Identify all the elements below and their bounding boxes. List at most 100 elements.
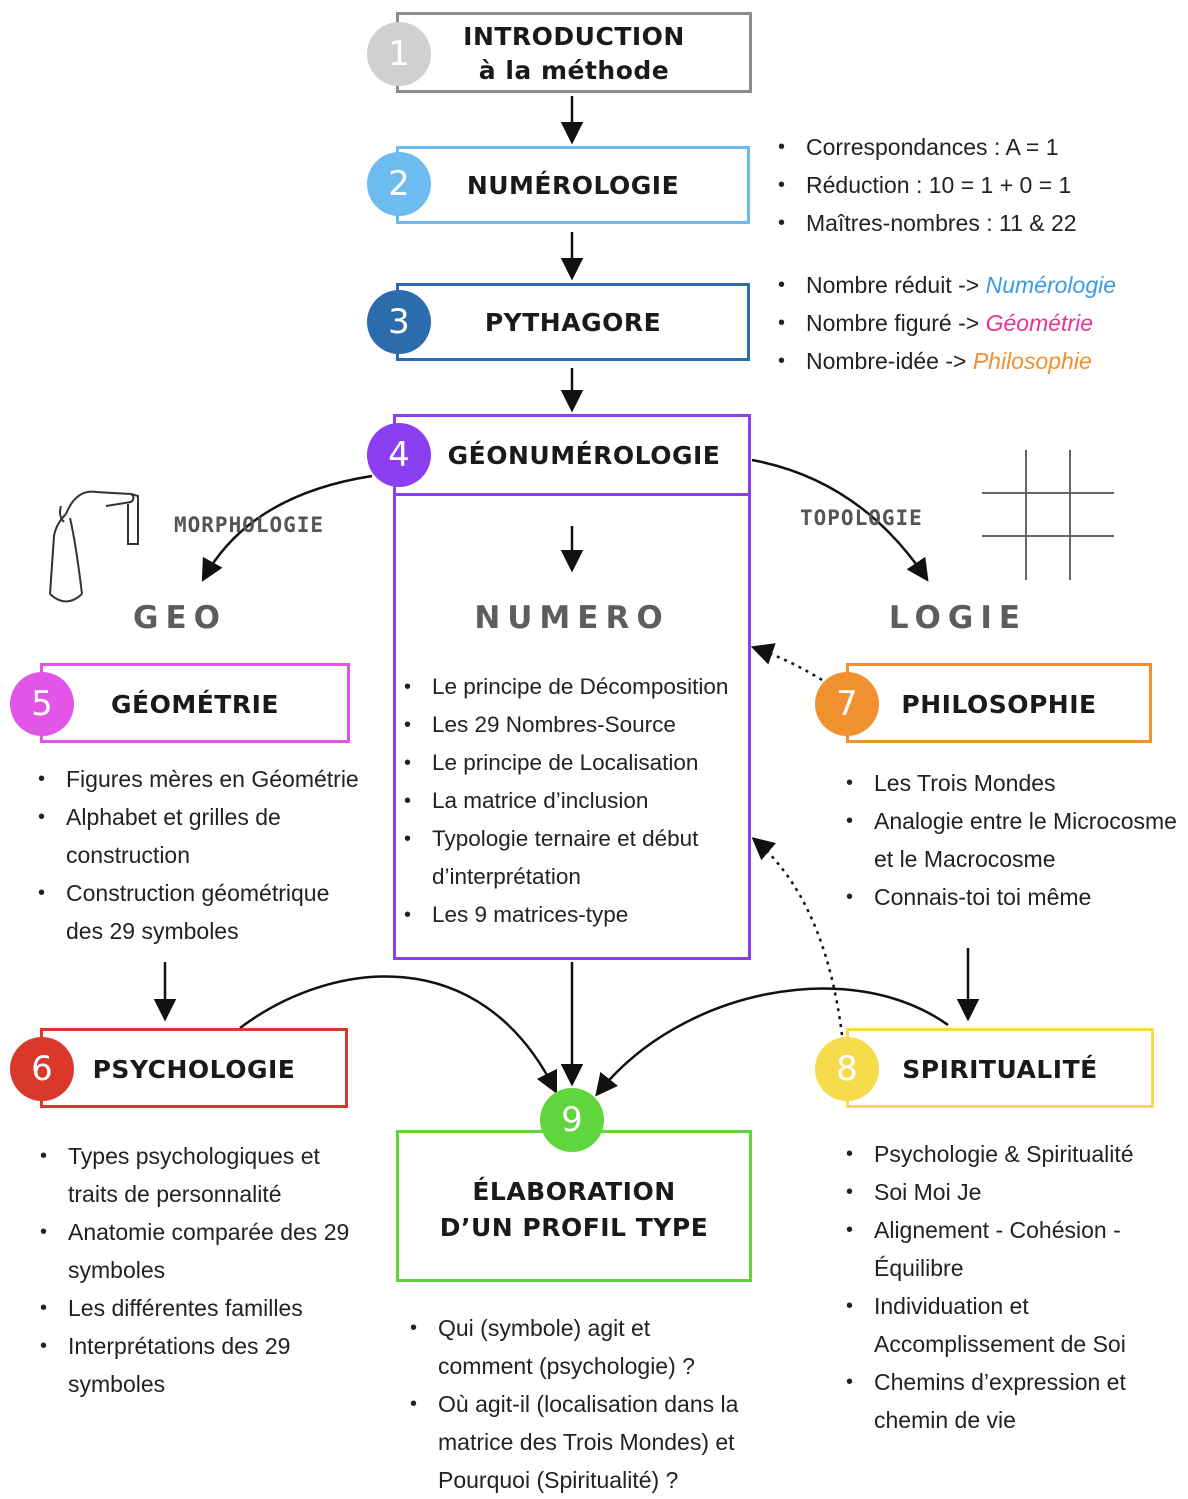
spiritualite-bullet: Individuation et (844, 1287, 1184, 1325)
step-7-title: PHILOSOPHIE (901, 690, 1097, 719)
profil-bullet-continuation: matrice des Trois Mondes) et (438, 1429, 735, 1455)
spiritualite-bullet-continuation: Accomplissement de Soi (874, 1331, 1126, 1357)
pythagore-bullet: Nombre figuré -> Géométrie (776, 304, 1176, 342)
philosophie-bullet-continuation: et le Macrocosme (874, 846, 1056, 872)
pythagore-bullet-prefix: Nombre-idée -> (806, 348, 973, 374)
step-4-number-badge: 4 (367, 423, 431, 487)
step-4-box: GÉONUMÉROLOGIE (393, 414, 751, 960)
spiritualite-bullet: Soi Moi Je (844, 1173, 1184, 1211)
numerologie-bullet: Maîtres-nombres : 11 & 22 (776, 204, 1166, 242)
philosophie-bullet-list: Les Trois Mondes Analogie entre le Micro… (844, 764, 1184, 916)
pythagore-term-philosophie: Philosophie (972, 348, 1092, 374)
philosophie-bullet: Analogie entre le Microcosme (844, 802, 1184, 840)
spiritualite-bullet-continuation: chemin de vie (874, 1407, 1016, 1433)
step-3-box: PYTHAGORE (396, 283, 750, 361)
spiritualite-bullet: Alignement - Cohésion - (844, 1211, 1184, 1249)
step-3-title: PYTHAGORE (484, 308, 662, 337)
step-3-number-badge: 3 (367, 290, 431, 354)
spiritualite-bullet: Chemins d’expression et (844, 1363, 1184, 1401)
topologie-label: TOPOLOGIE (800, 506, 923, 530)
pythagore-bullet-prefix: Nombre figuré -> (806, 310, 986, 336)
arrow-4-to-logie (751, 458, 929, 582)
arrow-6-to-9 (239, 975, 558, 1095)
pythagore-bullet: Nombre-idée -> Philosophie (776, 342, 1176, 380)
step-9-title-line1: ÉLABORATION (472, 1177, 676, 1206)
philosophie-bullet: Connais-toi toi même (844, 878, 1184, 916)
arrow-8-to-9 (595, 987, 949, 1097)
numero-bullet: Typologie ternaire et début (402, 820, 748, 858)
step-2-box: NUMÉROLOGIE (396, 146, 750, 224)
numerologie-bullet: Réduction : 10 = 1 + 0 = 1 (776, 166, 1166, 204)
geometrie-bullet-list: Figures mères en Géométrie Alphabet et g… (36, 760, 376, 950)
step-9-title-line2: D’UN PROFIL TYPE (439, 1213, 709, 1242)
psychologie-bullet: Les différentes familles (38, 1289, 378, 1327)
geometrie-bullet: Alphabet et grilles de (36, 798, 376, 836)
psychologie-bullet-continuation: symboles (68, 1371, 166, 1397)
step-2-number-badge: 2 (367, 152, 431, 216)
step-4-title-divider (396, 493, 748, 496)
step-4-title: GÉONUMÉROLOGIE (447, 441, 721, 470)
profil-bullet-list: Qui (symbole) agit et comment (psycholog… (408, 1309, 768, 1499)
profil-bullet: Qui (symbole) agit et (408, 1309, 768, 1347)
psychologie-bullet-continuation: traits de personnalité (68, 1181, 282, 1207)
step-9-number-badge: 9 (540, 1088, 604, 1152)
numero-bullet: Le principe de Localisation (402, 744, 748, 782)
step-8-title: SPIRITUALITÉ (902, 1055, 1098, 1084)
step-1-box: INTRODUCTION à la méthode (396, 12, 752, 93)
psychologie-bullet: Anatomie comparée des 29 (38, 1213, 378, 1251)
numero-bullet: Les 9 matrices-type (402, 896, 748, 934)
compass-hand-icon (49, 490, 139, 603)
dotted-arrow-7-to-4 (750, 643, 823, 682)
profil-bullet: Où agit-il (localisation dans la (408, 1385, 768, 1423)
numero-bullet: Le principe de Décomposition (402, 668, 748, 706)
numerologie-bullet: Correspondances : A = 1 (776, 128, 1166, 166)
pythagore-term-numerologie: Numérologie (985, 272, 1117, 298)
step-5-box: GÉOMÉTRIE (40, 663, 350, 743)
step-8-number-badge: 8 (815, 1037, 879, 1101)
numero-bullet-continuation: d’interprétation (432, 864, 581, 889)
step-2-title: NUMÉROLOGIE (466, 171, 680, 200)
numero-bullet: La matrice d’inclusion (402, 782, 748, 820)
spiritualite-bullet-continuation: Équilibre (874, 1255, 964, 1281)
step-7-box: PHILOSOPHIE (846, 663, 1152, 743)
pythagore-bullet-prefix: Nombre réduit -> (806, 272, 986, 298)
step-6-title: PSYCHOLOGIE (92, 1055, 296, 1084)
step-8-box: SPIRITUALITÉ (846, 1028, 1154, 1108)
pythagore-bullet: Nombre réduit -> Numérologie (776, 266, 1176, 304)
spiritualite-bullet-list: Psychologie & Spiritualité Soi Moi Je Al… (844, 1135, 1184, 1439)
logie-label: LOGIE (888, 600, 1028, 636)
arrow-4-to-geo (201, 474, 373, 582)
numerologie-bullet-list: Correspondances : A = 1 Réduction : 10 =… (776, 128, 1166, 242)
step-6-number-badge: 6 (10, 1037, 74, 1101)
profil-bullet-continuation: comment (psychologie) ? (438, 1353, 695, 1379)
geo-label: GEO (133, 600, 227, 636)
dotted-arrow-8-to-4 (751, 837, 844, 1036)
philosophie-bullet: Les Trois Mondes (844, 764, 1184, 802)
step-5-number-badge: 5 (10, 672, 74, 736)
spiritualite-bullet: Psychologie & Spiritualité (844, 1135, 1184, 1173)
numero-bullet: Les 29 Nombres-Source (402, 706, 748, 744)
psychologie-bullet: Interprétations des 29 (38, 1327, 378, 1365)
step-9-box: ÉLABORATION D’UN PROFIL TYPE (396, 1130, 752, 1282)
step-1-number-badge: 1 (367, 22, 431, 86)
psychologie-bullet-continuation: symboles (68, 1257, 166, 1283)
morphologie-label: MORPHOLOGIE (174, 513, 325, 537)
step-1-title-line2: à la méthode (478, 56, 670, 85)
step-5-title: GÉOMÉTRIE (111, 690, 279, 719)
geometrie-bullet: Figures mères en Géométrie (36, 760, 376, 798)
profil-bullet-continuation: Pourquoi (Spiritualité) ? (438, 1467, 679, 1493)
geometrie-bullet-continuation: des 29 symboles (66, 918, 239, 944)
geometrie-bullet: Construction géométrique (36, 874, 376, 912)
grid-icon (982, 450, 1114, 580)
pythagore-bullet-list: Nombre réduit -> Numérologie Nombre figu… (776, 266, 1176, 380)
step-7-number-badge: 7 (815, 672, 879, 736)
numero-label: NUMERO (474, 600, 670, 636)
step-1-title-line1: INTRODUCTION (463, 22, 685, 51)
step-6-box: PSYCHOLOGIE (40, 1028, 348, 1108)
pythagore-term-geometrie: Géométrie (985, 310, 1093, 336)
geometrie-bullet-continuation: construction (66, 842, 191, 868)
psychologie-bullet: Types psychologiques et (38, 1137, 378, 1175)
numero-bullet-list: Le principe de Décomposition Les 29 Nomb… (402, 668, 748, 934)
psychologie-bullet-list: Types psychologiques et traits de person… (38, 1137, 378, 1403)
